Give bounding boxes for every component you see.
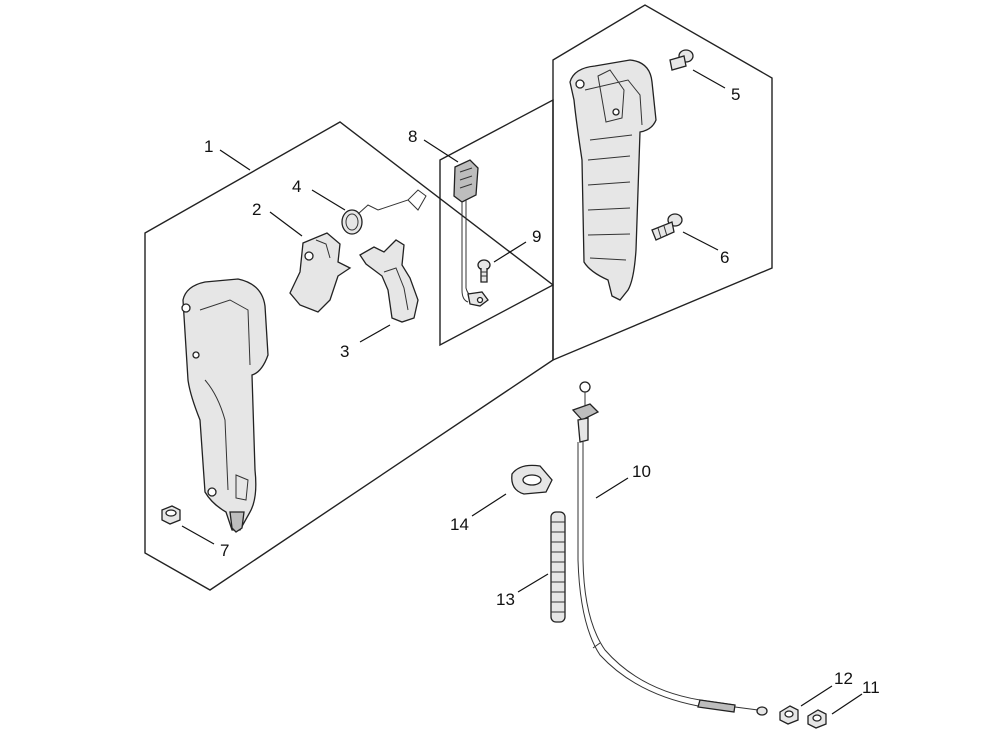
nut-part-7 <box>161 505 181 525</box>
callout-1: 1 <box>204 137 213 156</box>
screw-part-6 <box>651 213 683 241</box>
callout-14: 14 <box>450 515 469 534</box>
assembly-outline-housing <box>552 4 773 362</box>
callout-5: 5 <box>731 85 740 104</box>
assembly-outline-switch <box>439 98 554 347</box>
callout-12: 12 <box>834 669 853 688</box>
throttle-lockout-part <box>289 232 352 313</box>
clamp-part-14 <box>511 464 553 495</box>
nut-part-11 <box>807 709 827 729</box>
callout-7: 7 <box>220 541 229 560</box>
spring-part-13 <box>550 511 566 623</box>
callout-2: 2 <box>252 200 261 219</box>
callout-3: 3 <box>340 342 349 361</box>
spring-part-4 <box>341 189 427 235</box>
callout-8: 8 <box>408 127 417 146</box>
screw-part-9 <box>477 259 491 283</box>
screw-part-5 <box>669 49 694 71</box>
callout-4: 4 <box>292 177 301 196</box>
handle-left-half <box>181 278 269 533</box>
callout-6: 6 <box>720 248 729 267</box>
leader-lines <box>181 69 863 715</box>
callout-10: 10 <box>632 462 651 481</box>
nut-part-12 <box>779 705 799 725</box>
callout-11: 11 <box>862 678 880 697</box>
throttle-trigger-part <box>359 239 419 323</box>
stop-switch-part <box>453 159 489 307</box>
throttle-cable-part <box>571 381 768 716</box>
handle-right-half <box>569 59 657 301</box>
callout-9: 9 <box>532 227 541 246</box>
callout-13: 13 <box>496 590 515 609</box>
